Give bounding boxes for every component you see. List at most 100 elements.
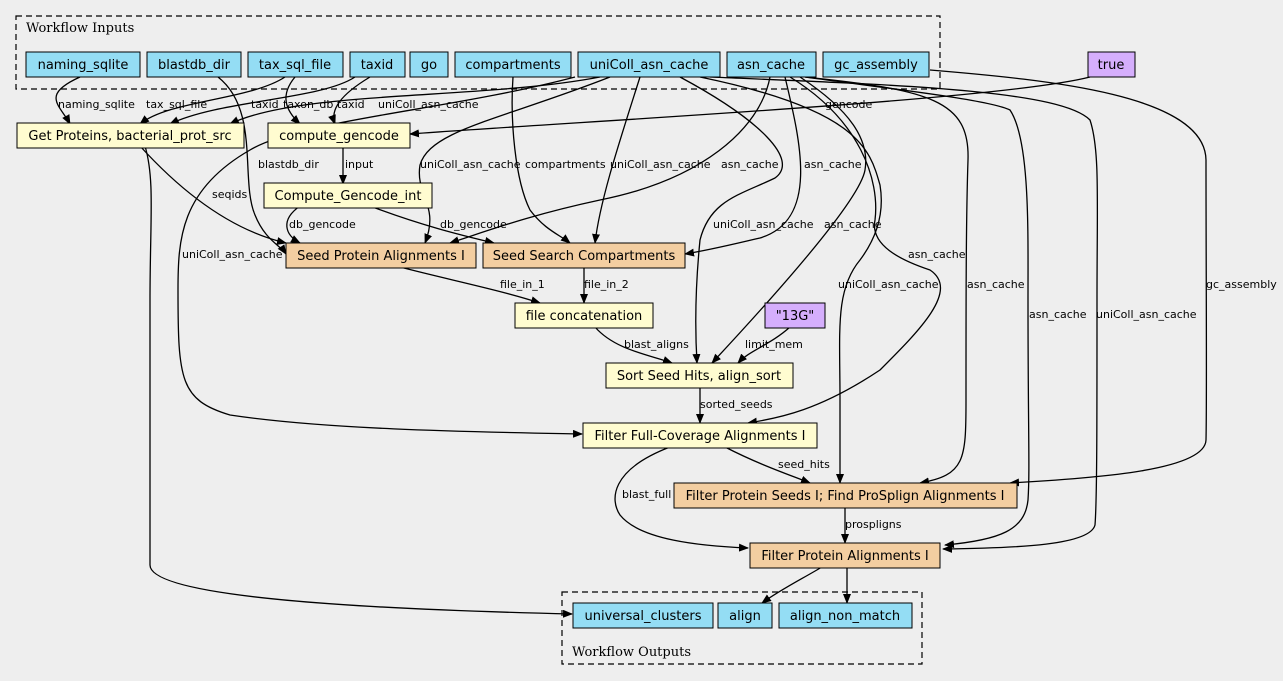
subworkflow-node-seed-protein[interactable]: Seed Protein Alignments I [285,242,477,269]
edge-mem-to-sort [737,326,791,364]
input-node-gc-assembly[interactable]: gc_assembly [822,51,930,78]
edge-label-sorted-seeds: sorted_seeds [700,398,773,411]
edge-label-blast-aligns: blast_aligns [624,338,689,351]
input-node-asn-cache-label: asn_cache [737,58,805,73]
edge-label-file-in-1: file_in_1 [500,278,545,291]
step-node-compute-gencode-int[interactable]: Compute_Gencode_int [263,182,433,209]
step-node-compute-gencode-int-label: Compute_Gencode_int [275,189,422,204]
input-node-asn-cache[interactable]: asn_cache [726,51,817,78]
input-node-blastdb-dir-label: blastdb_dir [158,58,231,73]
edge-label-asn-a: asn_cache [721,158,779,171]
edge-label-uniColl-g: uniColl_asn_cache [1096,308,1197,321]
subworkflow-node-filter-seeds-label: Filter Protein Seeds I; Find ProSplign A… [686,489,1005,504]
subworkflow-node-filter-protein-label: Filter Protein Alignments I [761,549,928,564]
input-node-uniColl-asn-cache-label: uniColl_asn_cache [590,58,709,73]
edge-label-uniColl-f: uniColl_asn_cache [838,278,939,291]
output-node-universal-clusters-label: universal_clusters [585,609,702,624]
edge-label-asn-b: asn_cache [804,158,862,171]
edge-seqids [139,145,287,245]
input-node-blastdb-dir[interactable]: blastdb_dir [146,51,242,78]
edge-uniColl-filter-full [177,76,583,438]
constant-node-true-label: true [1098,58,1125,73]
output-node-universal-clusters[interactable]: universal_clusters [572,602,714,629]
input-node-tax-sql-file[interactable]: tax_sql_file [247,51,344,78]
step-node-get-proteins-label: Get Proteins, bacterial_prot_src [28,129,231,144]
edge-uniColl-filter-protein [709,76,1099,553]
step-node-compute-gencode[interactable]: compute_gencode [267,122,411,149]
edge-label-uniColl-a: uniColl_asn_cache [378,98,479,111]
step-node-file-concat-label: file concatenation [526,309,643,324]
input-node-taxid-label: taxid [361,58,394,73]
subworkflow-node-filter-protein[interactable]: Filter Protein Alignments I [749,542,941,569]
edge-full-to-protein [614,446,749,552]
edge-label-asn-d: asn_cache [908,248,966,261]
edge-asn-sort [711,76,867,364]
edge-labels: naming_sqlite tax_sql_file taxid taxon_d… [58,98,1277,531]
edge-uniColl-sort [679,76,784,364]
step-node-filter-full[interactable]: Filter Full-Coverage Alignments I [582,422,818,449]
edge-blastdb-seed [217,76,287,255]
output-node-align[interactable]: align [717,602,773,629]
edge-asn-filter-seeds [804,76,969,486]
edge-label-seqids: seqids [212,188,248,201]
output-node-align-non-match[interactable]: align_non_match [778,602,913,629]
edge-compartments [511,76,571,244]
edge-label-file-in-2: file_in_2 [584,278,629,291]
edge-int-db-search [369,205,495,245]
input-node-go-label: go [421,58,437,73]
output-nodes: universal_clusters align align_non_match [572,602,913,629]
workflow-inputs-cluster: Workflow Inputs [15,15,941,90]
edge-get-proteins-to-clusters [144,145,573,618]
edge-label-input: input [345,158,374,171]
subworkflow-node-filter-seeds[interactable]: Filter Protein Seeds I; Find ProSplign A… [673,482,1018,509]
edge-concat-to-sort [594,326,673,364]
constant-node-13g[interactable]: "13G" [764,302,826,329]
edge-label-uniColl-b: uniColl_asn_cache [420,158,521,171]
edge-label-taxon-db: taxon_db [283,98,333,111]
edge-uniColl-search [592,76,641,244]
subworkflow-node-seed-protein-label: Seed Protein Alignments I [297,249,465,264]
subworkflow-node-seed-search[interactable]: Seed Search Compartments [482,242,686,269]
input-node-compartments[interactable]: compartments [454,51,572,78]
input-node-compartments-label: compartments [465,58,560,73]
step-node-sort-seed-label: Sort Seed Hits, align_sort [617,369,781,384]
output-node-align-label: align [729,609,761,624]
edge-gc-filter-seeds [929,69,1208,487]
edge-label-taxid-a: taxid [251,98,279,111]
edge-label-prospligns: prospligns [845,518,902,531]
input-node-naming-sqlite-label: naming_sqlite [38,58,129,73]
constant-node-true[interactable]: true [1087,51,1136,78]
workflow-outputs-title: Workflow Outputs [572,645,691,660]
edge-tax-sql-compute [285,76,301,125]
edge-label-uniColl-c: uniColl_asn_cache [610,158,711,171]
edge-seed-to-concat [399,266,541,305]
edge-tax-sql-file [139,76,286,125]
step-node-get-proteins[interactable]: Get Proteins, bacterial_prot_src [16,122,245,149]
constant-node-13g-label: "13G" [776,309,815,324]
edge-label-blast-full: blast_full [622,488,671,501]
edge-label-taxid-b: taxid [337,98,365,111]
edge-int-db-seed [286,205,301,244]
edge-label-compartments: compartments [525,158,606,171]
edge-asn-search [684,76,802,257]
edge-label-uniColl-d: uniColl_asn_cache [713,218,814,231]
input-node-gc-assembly-label: gc_assembly [834,58,918,73]
edge-label-db-gencode-b: db_gencode [440,218,507,231]
input-node-uniColl-asn-cache[interactable]: uniColl_asn_cache [577,51,721,78]
edge-label-asn-e: asn_cache [967,278,1025,291]
output-node-align-non-match-label: align_non_match [790,609,900,624]
workflow-outputs-cluster: Workflow Outputs [561,591,923,665]
input-node-naming-sqlite[interactable]: naming_sqlite [25,51,141,78]
input-node-taxid[interactable]: taxid [349,51,406,78]
workflow-inputs-title: Workflow Inputs [26,21,134,36]
step-node-file-concat[interactable]: file concatenation [514,302,654,329]
edge-protein-to-align [761,566,823,604]
edge-taxid-get-proteins [169,76,356,125]
step-node-sort-seed[interactable]: Sort Seed Hits, align_sort [605,362,794,389]
edge-uniColl-filter-seeds [699,76,882,484]
edge-label-blastdb-dir: blastdb_dir [258,158,319,171]
input-nodes: naming_sqlite blastdb_dir tax_sql_file t… [25,51,930,78]
input-node-go[interactable]: go [409,51,449,78]
